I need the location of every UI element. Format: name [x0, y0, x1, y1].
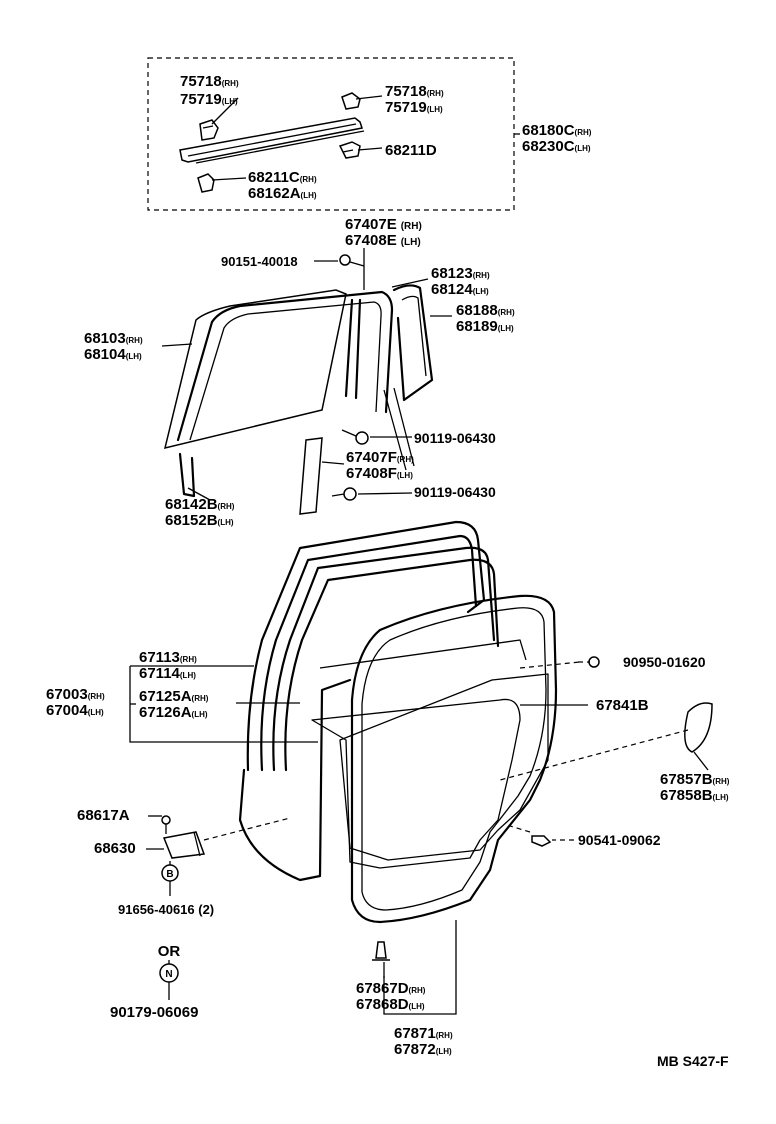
svg-text:67858B(LH): 67858B(LH): [660, 787, 729, 804]
callout-90119-06430: 90119-06430: [414, 430, 496, 446]
clip-icon: [372, 941, 390, 961]
diagram-code: MB S427-F: [657, 1053, 729, 1069]
svg-text:67408F(LH): 67408F(LH): [346, 465, 413, 482]
callout-90119-06430-b: 90119-06430: [414, 484, 496, 500]
callout-67125a: 67125A(RH)67126A(LH): [139, 688, 209, 721]
center-channel: [344, 298, 362, 400]
svg-text:67003(RH): 67003(RH): [46, 686, 105, 703]
callout-68142b: 68142B(RH)68152B(LH): [165, 496, 235, 529]
svg-text:67125A(RH): 67125A(RH): [139, 688, 209, 705]
svg-text:67872(LH): 67872(LH): [394, 1041, 452, 1058]
svg-text:68230C(LH): 68230C(LH): [522, 138, 591, 155]
svg-text:68123(RH): 68123(RH): [431, 265, 490, 282]
svg-text:75719(LH): 75719(LH): [180, 91, 238, 108]
clip-group: [147, 57, 520, 211]
svg-text:67407E(RH): 67407E(RH): [345, 216, 422, 233]
callout-or: OR: [158, 943, 181, 960]
door-assembly: B N: [129, 520, 713, 1015]
svg-text:68211C(RH): 68211C(RH): [248, 169, 317, 186]
door-group-labels: 67113(RH)67114(LH) 67003(RH)67004(LH) 67…: [46, 649, 730, 1058]
callout-91656-40616: 91656-40616 (2): [118, 902, 214, 917]
lower-front-channel: [178, 452, 196, 498]
svg-text:67867D(RH): 67867D(RH): [356, 980, 426, 997]
svg-text:68162A(LH): 68162A(LH): [248, 185, 317, 202]
callout-67841b: 67841B: [596, 697, 649, 714]
callout-68103: 68103(RH)68104(LH): [84, 330, 143, 363]
callout-90151-40018: 90151-40018: [221, 254, 298, 269]
svg-text:N: N: [165, 969, 172, 980]
svg-text:75718(RH): 75718(RH): [385, 83, 444, 100]
svg-text:67004(LH): 67004(LH): [46, 702, 104, 719]
svg-text:68124(LH): 68124(LH): [431, 281, 489, 298]
svg-text:67871(RH): 67871(RH): [394, 1025, 453, 1042]
clip-group-labels: 75718(RH)75719(LH) 75718(RH)75719(LH) 68…: [180, 73, 592, 202]
callout-90950-01620: 90950-01620: [623, 654, 706, 670]
callout-68123: 68123(RH)68124(LH): [431, 265, 490, 298]
svg-text:68188(RH): 68188(RH): [456, 302, 515, 319]
svg-text:B: B: [166, 869, 173, 880]
callout-67407e: 67407E(RH)67408E(LH): [345, 216, 422, 249]
svg-text:67868D(LH): 67868D(LH): [356, 996, 425, 1013]
svg-text:67113(RH): 67113(RH): [139, 649, 197, 666]
svg-text:67857B(RH): 67857B(RH): [660, 771, 730, 788]
lower-rear-channel: [299, 437, 323, 515]
svg-text:68180C(RH): 68180C(RH): [522, 122, 592, 139]
callout-68211d: 68211D: [385, 142, 437, 159]
svg-text:67408E(LH): 67408E(LH): [345, 232, 421, 249]
svg-text:67114(LH): 67114(LH): [139, 665, 196, 682]
svg-text:68152B(LH): 68152B(LH): [165, 512, 234, 529]
svg-text:75719(LH): 75719(LH): [385, 99, 443, 116]
callout-67871: 67871(RH)67872(LH): [394, 1025, 453, 1058]
marker-b-icon: B: [161, 864, 179, 882]
division-bar: [392, 284, 434, 402]
callout-67867d: 67867D(RH)67868D(LH): [356, 980, 426, 1013]
callout-68180c: 68180C(RH)68230C(LH): [522, 122, 592, 155]
belt-moulding: [179, 117, 365, 164]
callout-90179-06069: 90179-06069: [110, 1004, 198, 1021]
clip-icon: [197, 173, 215, 193]
clip-icon: [588, 656, 600, 668]
clip-icon: [531, 835, 552, 847]
svg-text:68189(LH): 68189(LH): [456, 318, 514, 335]
callout-90541-09062: 90541-09062: [578, 832, 661, 848]
door-weatherstrip: [350, 594, 558, 924]
service-hole-cover: [339, 673, 549, 861]
svg-text:75718(RH): 75718(RH): [180, 73, 239, 90]
callout-68630: 68630: [94, 840, 136, 857]
bolt-icon: [341, 429, 369, 445]
door-glass-assembly: [161, 248, 452, 515]
quarter-trim-cover: [684, 702, 713, 753]
glass-group-labels: 67407E(RH)67408E(LH) 90151-40018 68123(R…: [84, 216, 515, 529]
svg-text:67126A(LH): 67126A(LH): [139, 704, 208, 721]
clip-icon: [341, 92, 361, 110]
callout-68188: 68188(RH)68189(LH): [456, 302, 515, 335]
callout-75718: 75718(RH)75719(LH): [180, 73, 239, 108]
svg-text:67407F(RH): 67407F(RH): [346, 449, 414, 466]
marker-n-icon: N: [159, 963, 179, 983]
callout-68211c: 68211C(RH)68162A(LH): [248, 169, 317, 202]
svg-text:68142B(RH): 68142B(RH): [165, 496, 235, 513]
bolt-icon: [331, 487, 357, 501]
door-shell: [238, 678, 352, 882]
svg-text:68103(RH): 68103(RH): [84, 330, 143, 347]
screw-icon: [161, 815, 171, 834]
svg-text:68104(LH): 68104(LH): [84, 346, 142, 363]
door-hinge: [162, 831, 206, 859]
clip-icon: [338, 141, 361, 159]
callout-67407f: 67407F(RH)67408F(LH): [346, 449, 414, 482]
clip-icon: [199, 119, 219, 141]
inner-panel: [311, 698, 521, 869]
callout-75718-b: 75718(RH)75719(LH): [385, 83, 444, 116]
callout-68617a: 68617A: [77, 807, 130, 824]
callout-67113: 67113(RH)67114(LH): [139, 649, 197, 682]
bolt-icon: [339, 254, 365, 267]
callout-67003: 67003(RH)67004(LH): [46, 686, 105, 719]
callout-67857b: 67857B(RH)67858B(LH): [660, 771, 730, 804]
